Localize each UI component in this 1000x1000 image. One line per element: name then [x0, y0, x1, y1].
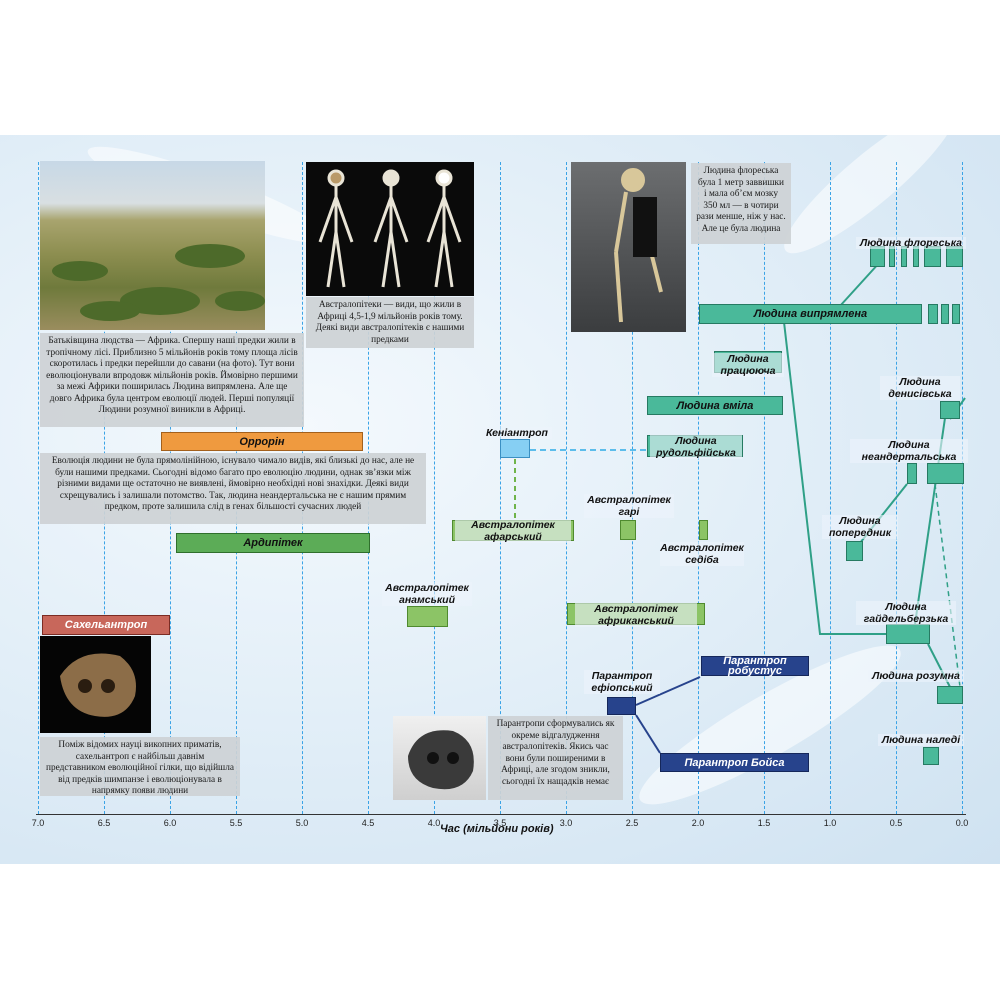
sediba-label: Австралопітек седіба: [660, 542, 744, 566]
axis-tick: 3.5: [493, 818, 507, 828]
ardipithecus-bar[interactable]: Ардипітек: [176, 533, 370, 553]
floresiensis-label: Людина флореська: [856, 237, 966, 249]
axis-tick: 6.5: [97, 818, 111, 828]
gridline: [764, 162, 765, 814]
erectus-bar[interactable]: [952, 304, 960, 324]
floresiensis-bar[interactable]: [889, 246, 895, 267]
garhi-label: Австралопітек гарі: [584, 494, 674, 518]
gridline: [500, 162, 501, 814]
axis-tick: 4.5: [361, 818, 375, 828]
boisei-bar[interactable]: Парантроп Бойса: [660, 753, 809, 772]
axis-tick: 0.0: [955, 818, 969, 828]
anamensis-bar[interactable]: [407, 606, 448, 627]
axis-tick: 3.0: [559, 818, 573, 828]
neanderthal-bar[interactable]: [927, 463, 964, 484]
kenyanthropus-label: Кеніантроп: [482, 427, 552, 439]
gridline: [896, 162, 897, 814]
heidelbergensis-bar[interactable]: [886, 624, 930, 644]
axis-label: Час (мільйони років): [440, 823, 554, 835]
orrorin-label: Оррорін: [239, 435, 285, 448]
afarensis-label: Австралопітек афарський: [455, 519, 571, 543]
skeletons-drawing: [318, 169, 462, 288]
gridline: [38, 162, 39, 814]
gridline: [698, 162, 699, 814]
gridline: [434, 162, 435, 814]
floresiensis-bar[interactable]: [913, 246, 919, 267]
gridline: [830, 162, 831, 814]
antecessor-bar[interactable]: [846, 541, 863, 561]
australopithecus-note: Австралопітеки — види, що жили в Африці …: [306, 297, 474, 348]
skull-drawing: [60, 653, 136, 717]
floresiensis-bar[interactable]: [946, 246, 963, 267]
garhi-bar[interactable]: [620, 520, 636, 540]
aethiopicus-bar[interactable]: [607, 697, 636, 715]
erectus-label: Людина випрямлена: [753, 308, 868, 320]
savanna-trees: [52, 244, 265, 321]
neanderthal-bar[interactable]: [907, 463, 917, 484]
paranthropus-skull-photo: [393, 716, 486, 800]
connector: [635, 714, 661, 754]
gridline: [632, 162, 633, 814]
axis-tick: 4.0: [427, 818, 441, 828]
denisova-label: Людина денисівська: [880, 376, 960, 400]
africa-note: Батьківщина людства — Африка. Спершу наш…: [40, 333, 304, 427]
connector: [635, 676, 701, 706]
naledi-label: Людина наледі: [878, 734, 964, 746]
axis-tick: 1.0: [823, 818, 837, 828]
gridline: [962, 162, 963, 814]
erectus-bar[interactable]: Людина випрямлена: [699, 304, 922, 324]
heidelbergensis-label: Людина гайдельберзька: [856, 601, 956, 625]
anamensis-label: Австралопітек анамський: [382, 582, 472, 606]
sahelanthropus-skull-photo: [40, 636, 151, 733]
ardipithecus-label: Ардипітек: [243, 537, 303, 549]
axis-tick: 2.0: [691, 818, 705, 828]
robustus-label: Парантроп робустус: [723, 655, 787, 677]
denisova-bar[interactable]: [940, 401, 960, 419]
ergaster-label: Людина працююча: [712, 353, 784, 377]
paranthropus-note: Парантропи сформувались як окреме відгал…: [488, 716, 623, 800]
axis-tick: 1.5: [757, 818, 771, 828]
paranthropus-skull-drawing: [408, 730, 474, 790]
robustus-bar[interactable]: Парантроп робустус: [701, 655, 809, 677]
antecessor-label: Людина попередник: [822, 515, 898, 539]
sapiens-label: Людина розумна: [868, 670, 964, 682]
connector-dashed: [934, 483, 961, 688]
erectus-bar[interactable]: [941, 304, 949, 324]
axis-tick: 2.5: [625, 818, 639, 828]
sediba-bar[interactable]: [699, 520, 708, 540]
floresiensis-bar[interactable]: [870, 246, 885, 267]
axis-tick: 0.5: [889, 818, 903, 828]
gridline: [566, 162, 567, 814]
floresiensis-bar[interactable]: [901, 246, 907, 267]
axis-tick: 7.0: [31, 818, 45, 828]
flores-skeleton-drawing: [614, 168, 663, 323]
axis-tick: 6.0: [163, 818, 177, 828]
boisei-label: Парантроп Бойса: [684, 756, 785, 769]
connector: [783, 321, 888, 635]
sahelanthropus-label: Сахельантроп: [64, 619, 148, 631]
sahelanthropus-note: Поміж відомих науці викопних приматів, с…: [40, 737, 240, 796]
flores-note: Людина флореська була 1 метр заввишки і …: [691, 163, 791, 244]
evolution-note: Еволюція людини не була прямолінійною, і…: [40, 453, 426, 524]
axis-tick: 5.5: [229, 818, 243, 828]
sapiens-bar[interactable]: [937, 686, 963, 704]
habilis-bar[interactable]: Людина вміла: [647, 396, 783, 415]
neanderthal-label: Людина неандертальська: [850, 439, 968, 463]
erectus-bar[interactable]: [928, 304, 938, 324]
sahelanthropus-bar[interactable]: Сахельантроп: [42, 615, 170, 635]
axis-tick: 5.0: [295, 818, 309, 828]
naledi-bar[interactable]: [923, 747, 939, 765]
africanus-label: Австралопітек африканський: [575, 603, 697, 627]
savanna-photo: [40, 161, 265, 330]
aethiopicus-label: Парантроп ефіопський: [584, 670, 660, 694]
orrorin-bar[interactable]: Оррорін: [161, 432, 363, 451]
time-axis: [36, 814, 966, 815]
kenyanthropus-bar[interactable]: [500, 439, 530, 458]
flores-skeleton-photo: [571, 162, 686, 332]
connector: [839, 261, 881, 307]
rudolfensis-label: Людина рудольфійська: [650, 435, 742, 459]
habilis-label: Людина вміла: [676, 399, 754, 412]
floresiensis-bar[interactable]: [924, 246, 941, 267]
australopithecus-skeletons-photo: [306, 162, 474, 296]
